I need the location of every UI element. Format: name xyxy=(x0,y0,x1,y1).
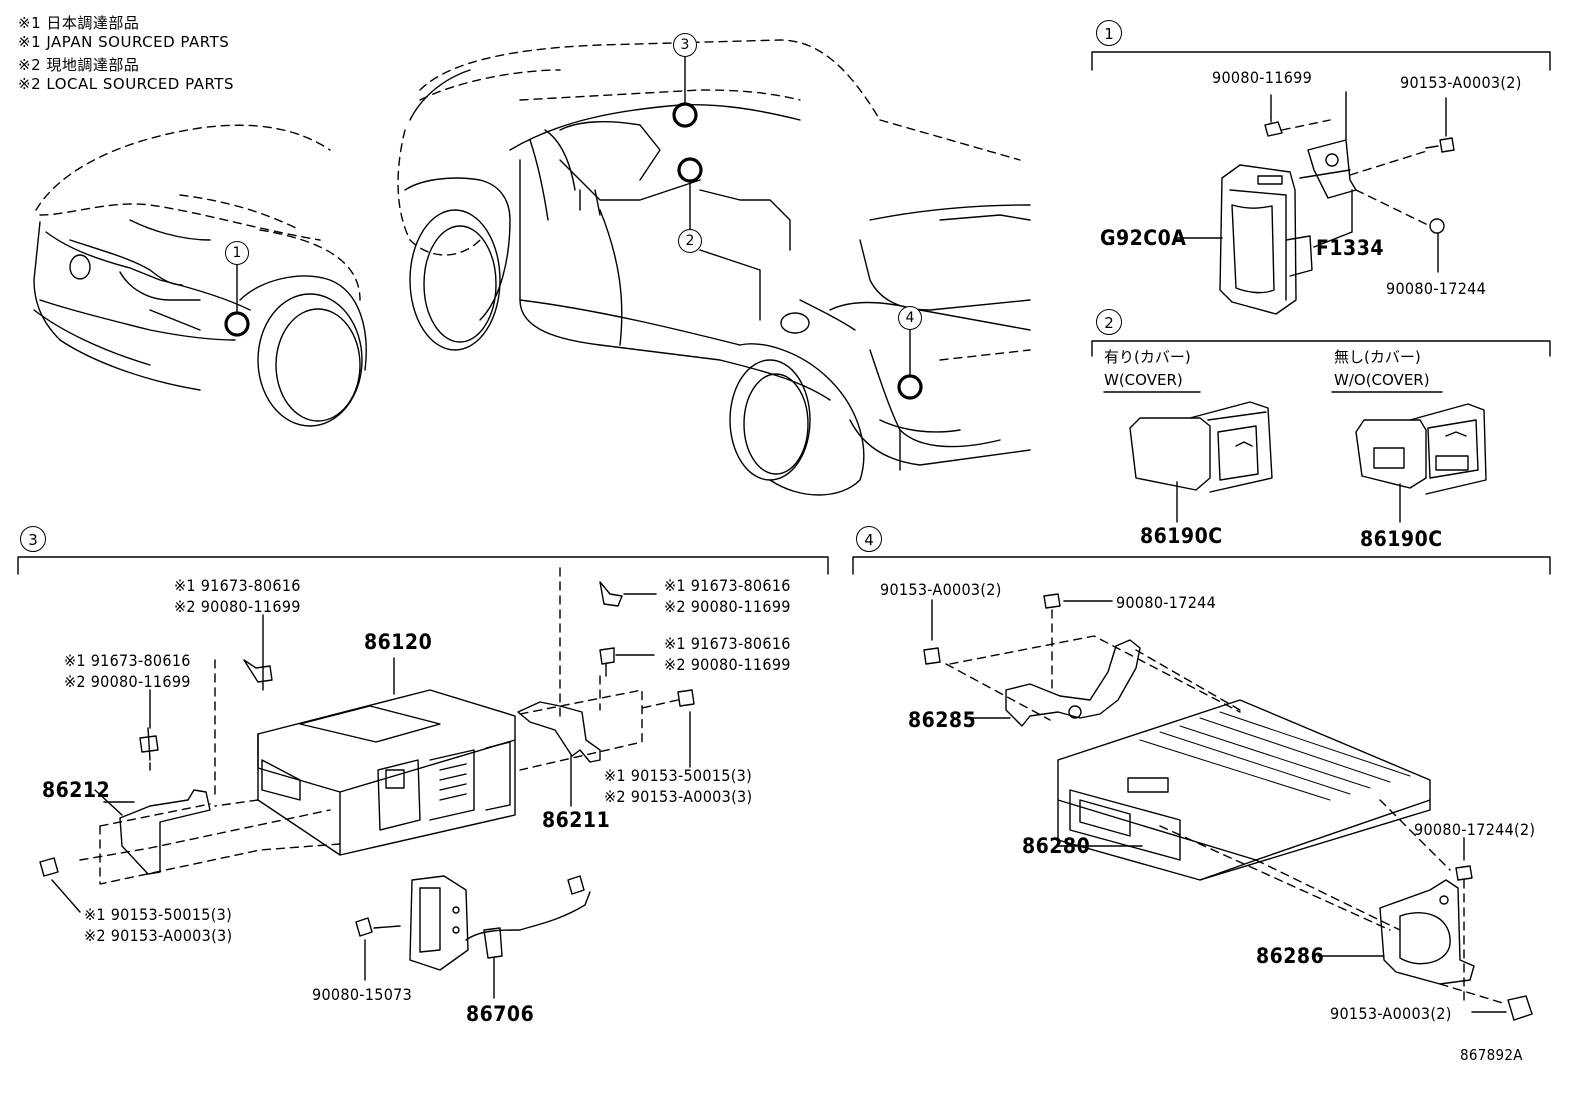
s3-bolt-a2[interactable]: ※2 90080-11699 xyxy=(174,597,301,616)
s4-screw-top-left[interactable]: 90153-A0003(2) xyxy=(880,580,1002,599)
s4-screw-bottom-right[interactable]: 90153-A0003(2) xyxy=(1330,1004,1452,1023)
section2-illustration xyxy=(1103,391,1487,523)
s4-part-bracket-top[interactable]: 86285 xyxy=(908,708,977,732)
s4-nut-right[interactable]: 90080-17244(2) xyxy=(1414,820,1536,839)
section4-illustration xyxy=(923,593,1533,1021)
s3-bolt-d2[interactable]: ※2 90080-11699 xyxy=(664,655,791,674)
s1-part-nut[interactable]: 90080-17244 xyxy=(1386,279,1487,298)
note-line-3: ※2 現地調達部品 xyxy=(18,56,140,74)
vehicle-callout-4[interactable]: 4 xyxy=(898,306,922,330)
s1-part-bracket[interactable]: F1334 xyxy=(1316,236,1384,260)
s4-part-bracket-bottom[interactable]: 86286 xyxy=(1256,944,1325,968)
front-vehicle-illustration xyxy=(33,124,367,427)
s3-screw-l2[interactable]: ※2 90153-A0003(3) xyxy=(84,926,233,945)
note-line-4: ※2 LOCAL SOURCED PARTS xyxy=(18,75,234,93)
s2-without-cover-jp: 無し(カバー) xyxy=(1334,348,1421,366)
s3-screw-r2[interactable]: ※2 90153-A0003(3) xyxy=(604,787,753,806)
s3-part-main-unit[interactable]: 86120 xyxy=(364,630,433,654)
s2-part-without-cover[interactable]: 86190C xyxy=(1360,527,1443,551)
illustration-id: 867892A xyxy=(1460,1046,1523,1064)
section3-number: 3 xyxy=(20,526,46,552)
vehicle-callout-2[interactable]: 2 xyxy=(678,229,702,253)
s3-part-bracket-right[interactable]: 86211 xyxy=(542,808,611,832)
s1-part-bolt-top[interactable]: 90080-11699 xyxy=(1212,68,1313,87)
s3-bolt-d1[interactable]: ※1 91673-80616 xyxy=(664,634,791,653)
callout-leaders xyxy=(236,55,911,377)
s4-part-amp[interactable]: 86280 xyxy=(1022,834,1091,858)
s3-screw-l1[interactable]: ※1 90153-50015(3) xyxy=(84,905,233,924)
section3-illustration xyxy=(39,567,695,999)
s1-part-bolt-right[interactable]: 90153-A0003(2) xyxy=(1400,73,1522,92)
callout-dots xyxy=(224,102,923,400)
s4-nut-top[interactable]: 90080-17244 xyxy=(1116,593,1217,612)
vehicle-callout-1[interactable]: 1 xyxy=(225,241,249,265)
s3-part-bracket-left[interactable]: 86212 xyxy=(42,778,111,802)
note-line-1: ※1 日本調達部品 xyxy=(18,14,140,32)
s3-screw-r1[interactable]: ※1 90153-50015(3) xyxy=(604,766,753,785)
s3-part-nut[interactable]: 90080-15073 xyxy=(312,985,413,1004)
s3-bolt-b2[interactable]: ※2 90080-11699 xyxy=(64,672,191,691)
s2-without-cover-en: W/O(COVER) xyxy=(1334,371,1430,389)
vehicle-callout-3[interactable]: 3 xyxy=(673,33,697,57)
s2-with-cover-en: W(COVER) xyxy=(1104,371,1183,389)
section1-illustration xyxy=(1175,91,1455,315)
s3-part-antenna[interactable]: 86706 xyxy=(466,1002,535,1026)
section4-number: 4 xyxy=(856,526,882,552)
note-line-2: ※1 JAPAN SOURCED PARTS xyxy=(18,33,230,51)
s3-bolt-c1[interactable]: ※1 91673-80616 xyxy=(664,576,791,595)
s3-bolt-b1[interactable]: ※1 91673-80616 xyxy=(64,651,191,670)
section1-number: 1 xyxy=(1096,20,1122,46)
section2-number: 2 xyxy=(1096,309,1122,335)
s3-bolt-c2[interactable]: ※2 90080-11699 xyxy=(664,597,791,616)
s2-part-with-cover[interactable]: 86190C xyxy=(1140,524,1223,548)
rear-vehicle-illustration xyxy=(397,39,1031,496)
s1-part-module[interactable]: G92C0A xyxy=(1100,226,1187,250)
s2-with-cover-jp: 有り(カバー) xyxy=(1104,348,1191,366)
s3-bolt-a1[interactable]: ※1 91673-80616 xyxy=(174,576,301,595)
section-brackets xyxy=(17,51,1551,575)
